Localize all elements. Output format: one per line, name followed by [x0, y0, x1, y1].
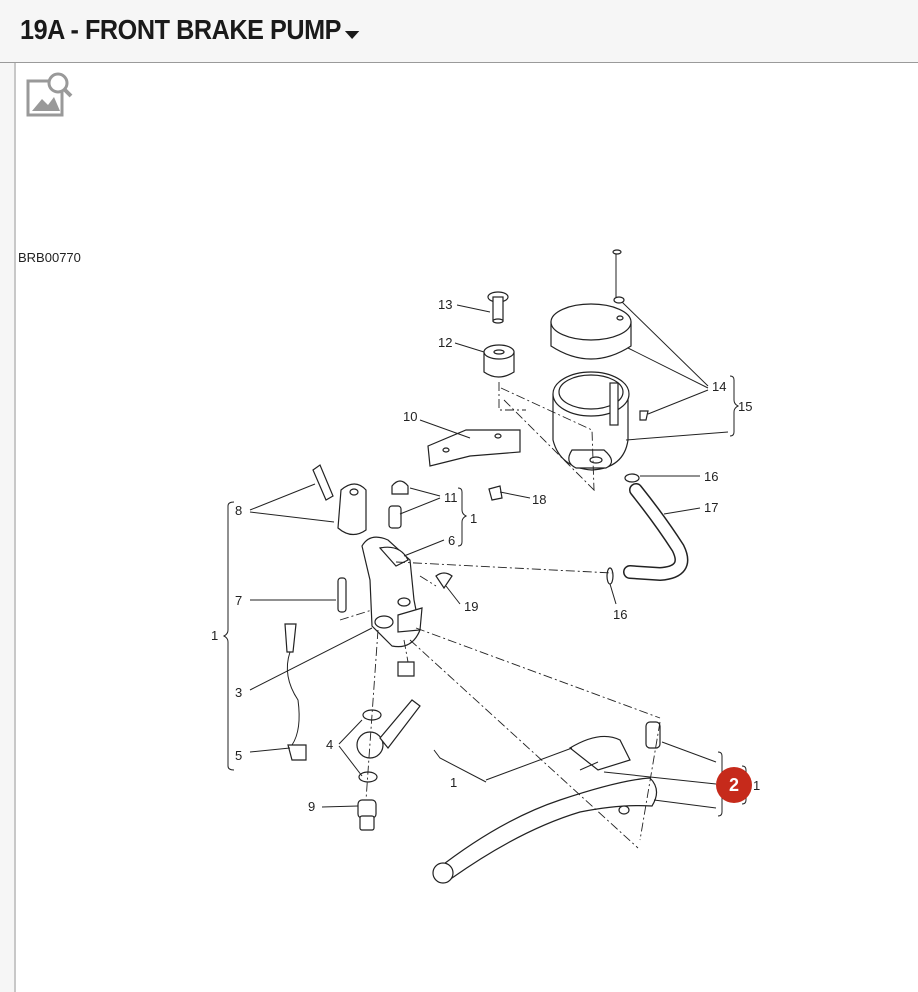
- label-1-main: 1: [211, 628, 218, 643]
- label-9: 9: [308, 799, 315, 814]
- label-15: 15: [738, 399, 752, 414]
- label-11: 11: [444, 490, 458, 505]
- rubber-mount-12[interactable]: [483, 344, 515, 378]
- label-19: 19: [464, 599, 478, 614]
- nut-18[interactable]: [488, 485, 503, 501]
- label-13: 13: [438, 297, 452, 312]
- diagram-code: BRB00770: [18, 250, 81, 265]
- label-16-lower: 16: [613, 607, 627, 622]
- lever-pin[interactable]: [618, 805, 630, 815]
- label-18: 18: [532, 492, 546, 507]
- label-12: 12: [438, 335, 452, 350]
- label-6: 6: [448, 533, 455, 548]
- brake-lever[interactable]: [432, 735, 658, 884]
- clamp-bolt[interactable]: [312, 464, 334, 501]
- reservoir-cap[interactable]: [550, 303, 632, 360]
- label-10: 10: [403, 409, 417, 424]
- reservoir-screw[interactable]: [612, 249, 625, 304]
- brake-light-switch[interactable]: [284, 623, 307, 761]
- diagram-panel: BRB00770: [14, 63, 918, 992]
- section-title-text: 19A - FRONT BRAKE PUMP: [20, 14, 341, 45]
- master-cylinder-body[interactable]: [361, 536, 423, 648]
- bleed-cap[interactable]: [391, 480, 409, 495]
- label-1-right: 1: [753, 778, 760, 793]
- adjuster-nut[interactable]: [397, 661, 415, 677]
- reservoir-body[interactable]: [552, 371, 630, 471]
- label-5: 5: [235, 748, 242, 763]
- bolt-13[interactable]: [487, 291, 509, 324]
- hose-clamp-lower[interactable]: [606, 567, 614, 585]
- page-header: 19A - FRONT BRAKE PUMP: [0, 0, 918, 63]
- banjo-bolt[interactable]: [357, 799, 377, 831]
- image-search-icon[interactable]: [26, 71, 74, 119]
- label-8: 8: [235, 503, 242, 518]
- pivot-pin[interactable]: [337, 577, 347, 613]
- chevron-down-icon[interactable]: [343, 28, 361, 42]
- lever-spring[interactable]: [579, 761, 599, 771]
- bleed-screw[interactable]: [388, 505, 402, 529]
- label-4: 4: [326, 737, 333, 752]
- reservoir-bracket[interactable]: [427, 429, 521, 467]
- banjo-fitting[interactable]: [356, 699, 421, 783]
- label-1-upper: 1: [470, 511, 477, 526]
- handlebar-clamp[interactable]: [337, 483, 367, 536]
- section-title[interactable]: 19A - FRONT BRAKE PUMP: [20, 14, 361, 46]
- clip[interactable]: [639, 410, 649, 421]
- label-7: 7: [235, 593, 242, 608]
- label-1-lever: 1: [450, 775, 457, 790]
- clip-19[interactable]: [435, 572, 453, 590]
- label-14: 14: [712, 379, 726, 394]
- hose-clamp-upper[interactable]: [624, 473, 640, 483]
- label-3: 3: [235, 685, 242, 700]
- selected-part-callout[interactable]: 2: [716, 767, 752, 803]
- label-16-upper: 16: [704, 469, 718, 484]
- label-17: 17: [704, 500, 718, 515]
